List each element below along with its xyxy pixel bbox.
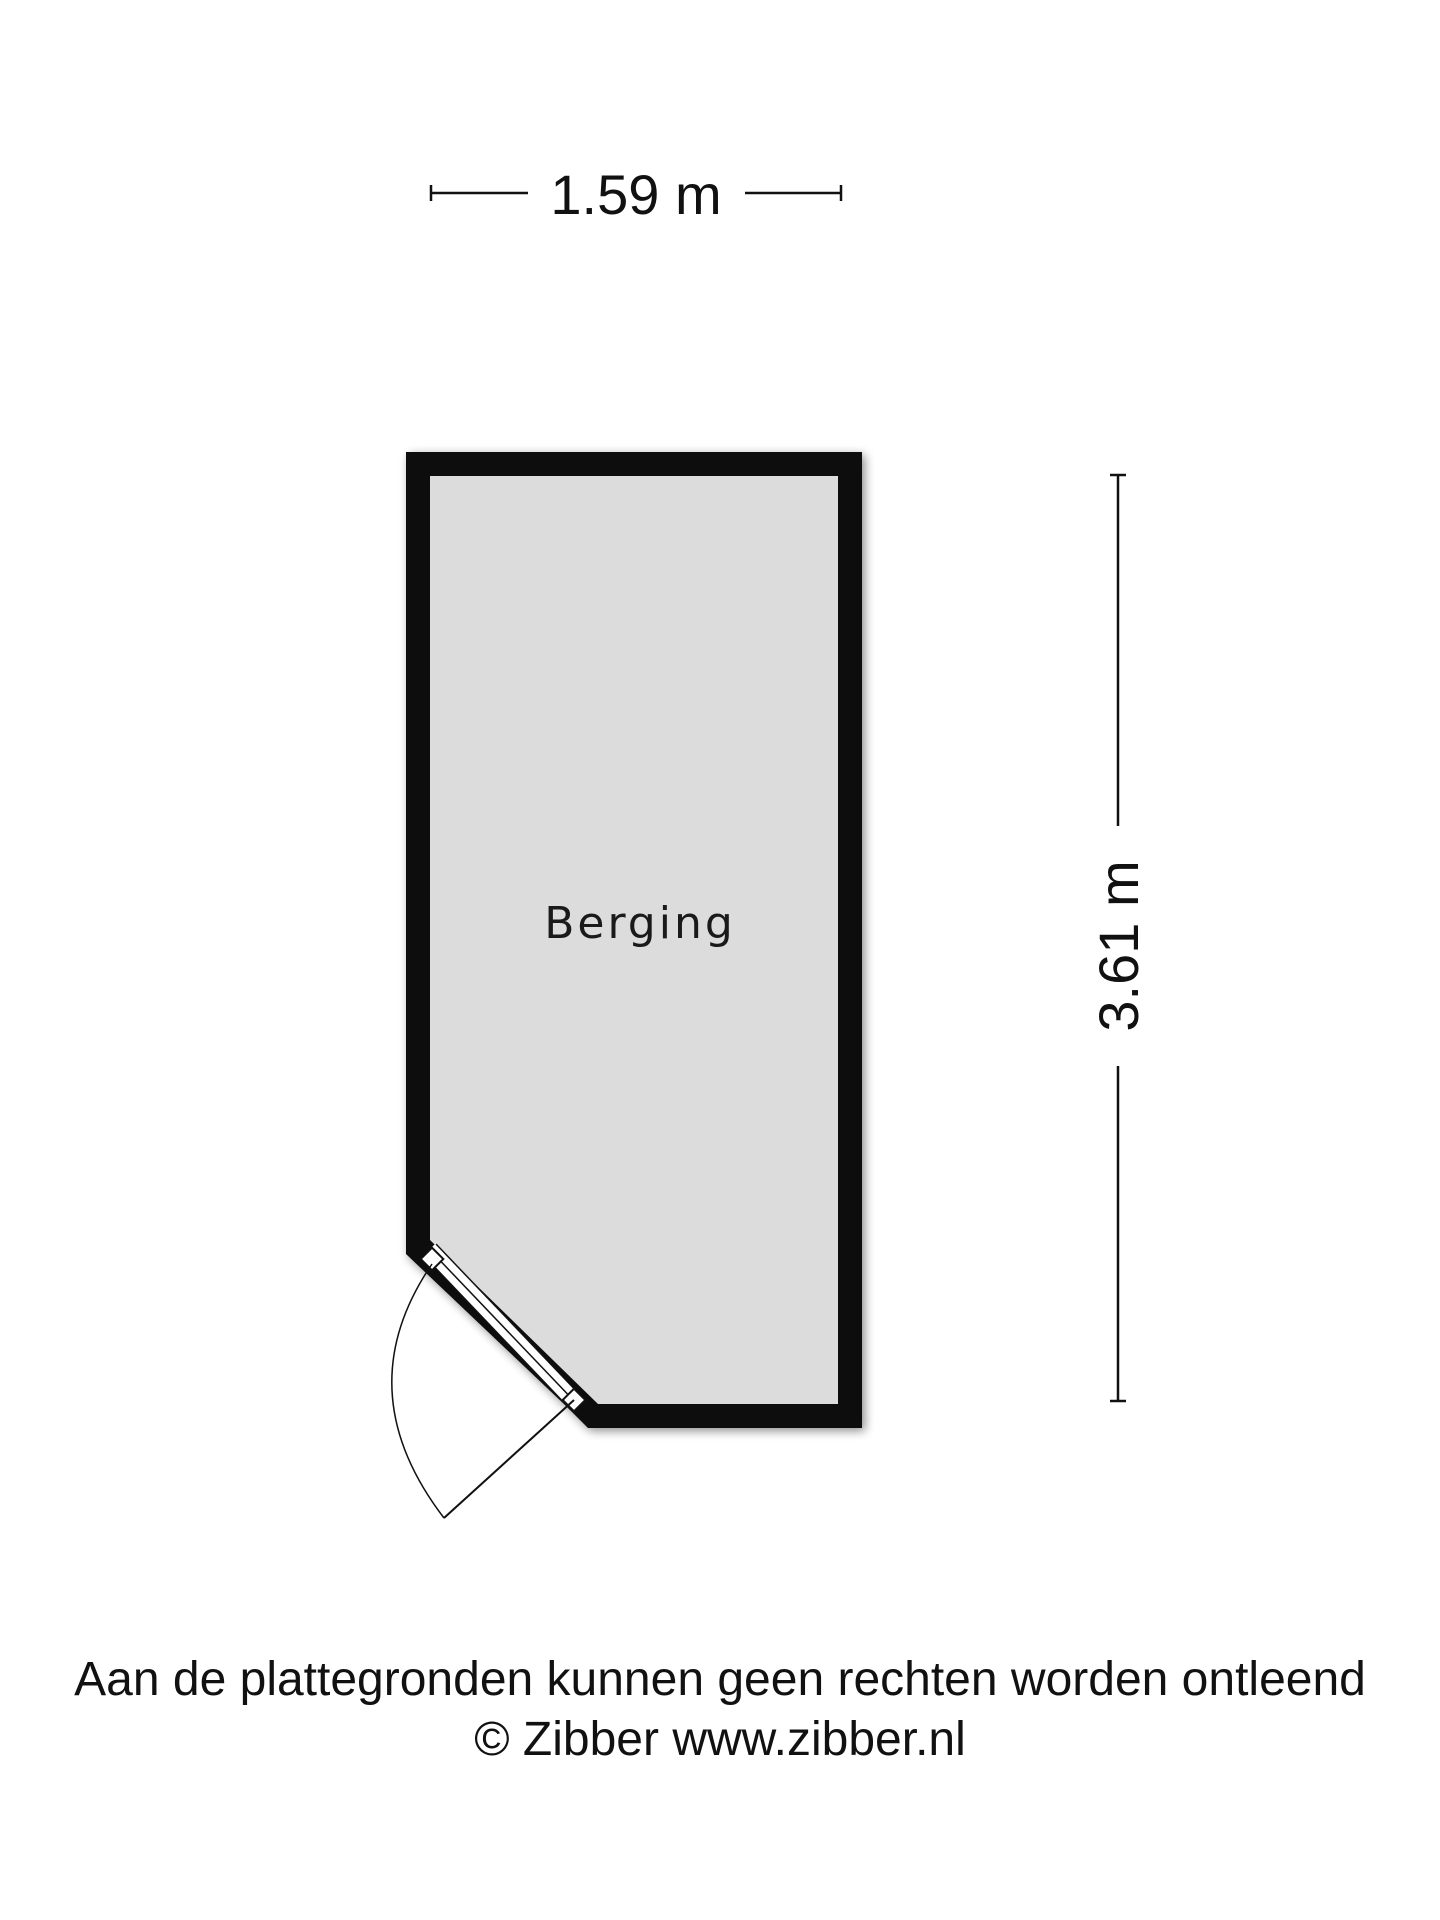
door-frame-line-1 bbox=[429, 1249, 578, 1405]
room-floor bbox=[430, 476, 838, 1404]
height-dimension: 3.61 m bbox=[1087, 473, 1150, 1403]
room-label: Berging bbox=[544, 898, 736, 949]
door-frame-line-3 bbox=[435, 1243, 584, 1399]
width-dimension: 1.59 m bbox=[429, 163, 843, 226]
room-berging bbox=[406, 452, 862, 1428]
door-leaf bbox=[443, 1399, 575, 1519]
disclaimer-text: Aan de plattegronden kunnen geen rechten… bbox=[74, 1653, 1366, 1706]
door-frame-line-2 bbox=[423, 1255, 572, 1411]
door-jamb-top bbox=[419, 1246, 445, 1272]
door-swing-arc bbox=[391, 1263, 445, 1519]
door bbox=[391, 1243, 587, 1519]
height-dimension-label: 3.61 m bbox=[1087, 860, 1150, 1031]
copyright-text: © Zibber www.zibber.nl bbox=[474, 1713, 966, 1766]
width-dimension-label: 1.59 m bbox=[550, 163, 721, 226]
